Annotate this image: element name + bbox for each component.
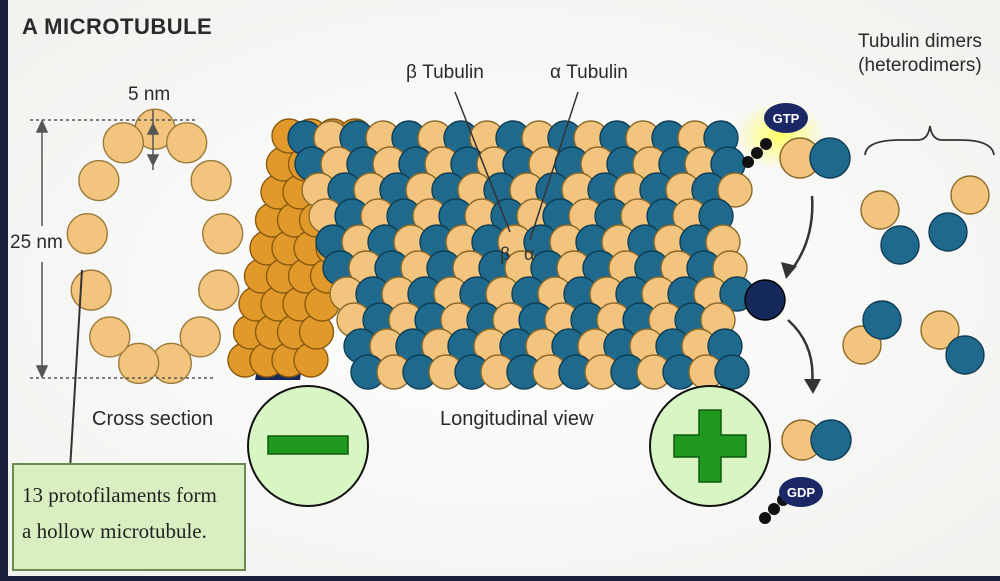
cross-section-label: Cross section: [92, 408, 213, 431]
protofilament-subunit: [90, 317, 130, 357]
tubulin-dimers-line2: (heterodimers): [858, 54, 982, 78]
dimer-beta-subunit: [946, 336, 984, 374]
longitudinal-view-label: Longitudinal view: [440, 408, 593, 431]
callout-line1: 13 protofilaments form: [22, 477, 236, 513]
protofilament-subunit: [167, 123, 207, 163]
gtp-label: GTP: [773, 111, 800, 126]
beta-inline-symbol: β: [500, 244, 510, 264]
protofilament-subunit: [71, 270, 111, 310]
minus-icon: [268, 436, 348, 454]
gdp-label: GDP: [787, 485, 816, 500]
minus-end-marker: [248, 386, 368, 506]
dimension-5nm-label: 5 nm: [128, 84, 170, 106]
protofilament-subunit: [79, 161, 119, 201]
protofilament-subunit: [203, 214, 243, 254]
dimer-beta-subunit: [929, 213, 967, 251]
protofilament-subunit: [199, 270, 239, 310]
dimer-alpha-subunit: [951, 176, 989, 214]
alpha-inline-symbol: α: [524, 244, 534, 264]
dimension-25nm-label: 25 nm: [10, 232, 63, 254]
protofilament-subunit: [191, 161, 231, 201]
beta-subunit: [715, 355, 749, 389]
dimer-alpha-subunit: [861, 191, 899, 229]
dimer-beta-subunit: [881, 226, 919, 264]
dimer-beta-subunit: [863, 301, 901, 339]
alpha-tubulin-label: α Tubulin: [550, 62, 628, 84]
tubulin-dimers-line1: Tubulin dimers: [858, 30, 982, 54]
lattice-end-subunit: [745, 280, 785, 320]
protofilament-subunit: [103, 123, 143, 163]
plus-end-marker: [650, 386, 770, 506]
protofilament-callout: 13 protofilaments form a hollow microtub…: [12, 463, 246, 571]
protofilament-subunit: [67, 214, 107, 254]
callout-line2: a hollow microtubule.: [22, 513, 236, 549]
tubulin-dimers-label: Tubulin dimers (heterodimers): [858, 30, 982, 78]
panel-title: A MICROTUBULE: [22, 14, 212, 40]
beta-tubulin-label: β Tubulin: [406, 62, 484, 84]
